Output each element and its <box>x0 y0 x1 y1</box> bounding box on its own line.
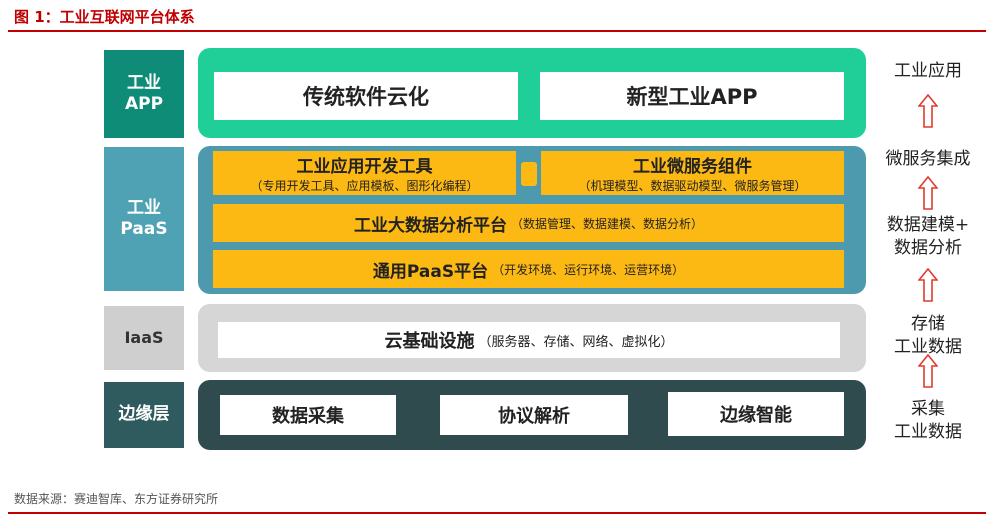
side-label-iaas-text: IaaS <box>124 328 164 347</box>
dev-tools-subtitle: （专用开发工具、应用模板、图形化编程） <box>250 179 479 193</box>
paas-box-microservices: 工业微服务组件 （机理模型、数据驱动模型、微服务管理） <box>541 151 844 195</box>
microservices-subtitle: （机理模型、数据驱动模型、微服务管理） <box>578 179 807 193</box>
arrow-up-outline-icon <box>918 176 938 210</box>
paas-box-big-data: 工业大数据分析平台 （数据管理、数据建模、数据分析） <box>213 204 844 242</box>
side-label-paas-line1: 工业 <box>127 197 161 218</box>
side-label-paas: 工业 PaaS <box>104 147 184 291</box>
flow-step-industrial-app: 工业应用 <box>894 61 962 81</box>
bottom-divider <box>8 512 986 514</box>
dev-tools-title: 工业应用开发工具 <box>296 157 433 177</box>
side-label-edge: 边缘层 <box>104 382 184 448</box>
figure-title: 图 1：工业互联网平台体系 <box>14 8 195 26</box>
paas-box-general-paas: 通用PaaS平台 （开发环境、运行环境、运营环境） <box>213 250 844 288</box>
flow-step-modeling-line1: 数据建模+ <box>886 215 970 235</box>
edge-box-protocol-parsing: 协议解析 <box>440 395 628 435</box>
flow-step-microservice-integration: 微服务集成 <box>885 149 971 169</box>
arrow-up-outline-icon <box>918 94 938 128</box>
cloud-infra-title: 云基础设施 <box>384 331 475 352</box>
general-paas-subtitle: （开发环境、运行环境、运营环境） <box>492 262 685 277</box>
flow-step-collect-line2: 工业数据 <box>894 421 962 442</box>
arrow-up-outline-icon <box>918 354 938 388</box>
big-data-title: 工业大数据分析平台 <box>353 215 507 236</box>
figure-source: 数据来源：赛迪智库、东方证券研究所 <box>14 492 219 506</box>
side-label-iaas: IaaS <box>104 306 184 370</box>
iaas-box-cloud-infra: 云基础设施 （服务器、存储、网络、虚拟化） <box>218 322 840 358</box>
side-label-app-line1: 工业 <box>127 72 161 93</box>
side-label-edge-text: 边缘层 <box>118 404 170 425</box>
side-label-paas-line2: PaaS <box>120 219 168 239</box>
paas-box-dev-tools: 工业应用开发工具 （专用开发工具、应用模板、图形化编程） <box>213 151 516 195</box>
side-label-app: 工业 APP <box>104 50 184 138</box>
flow-step-modeling-analysis: 数据建模+ 数据分析 <box>876 214 980 260</box>
flow-step-modeling-line2: 数据分析 <box>894 237 962 258</box>
edge-box-data-collection: 数据采集 <box>220 395 396 435</box>
flow-step-store-line2: 工业数据 <box>894 336 962 357</box>
cloud-infra-subtitle: （服务器、存储、网络、虚拟化） <box>478 334 674 350</box>
microservices-title: 工业微服务组件 <box>633 157 752 177</box>
paas-connector <box>521 162 537 186</box>
flow-step-store-data: 存储 工业数据 <box>876 313 980 359</box>
arrow-up-outline-icon <box>918 268 938 302</box>
flow-step-collect-data: 采集 工业数据 <box>876 398 980 444</box>
side-label-app-line2: APP <box>124 94 164 114</box>
flow-step-collect-line1: 采集 <box>911 399 945 419</box>
app-box-cloud-software: 传统软件云化 <box>214 72 518 120</box>
big-data-subtitle: （数据管理、数据建模、数据分析） <box>510 216 703 231</box>
general-paas-title: 通用PaaS平台 <box>372 261 489 282</box>
edge-box-edge-intelligence: 边缘智能 <box>668 392 844 436</box>
top-divider <box>8 30 986 32</box>
flow-step-store-line1: 存储 <box>911 314 945 334</box>
app-box-new-industrial-app: 新型工业APP <box>540 72 844 120</box>
